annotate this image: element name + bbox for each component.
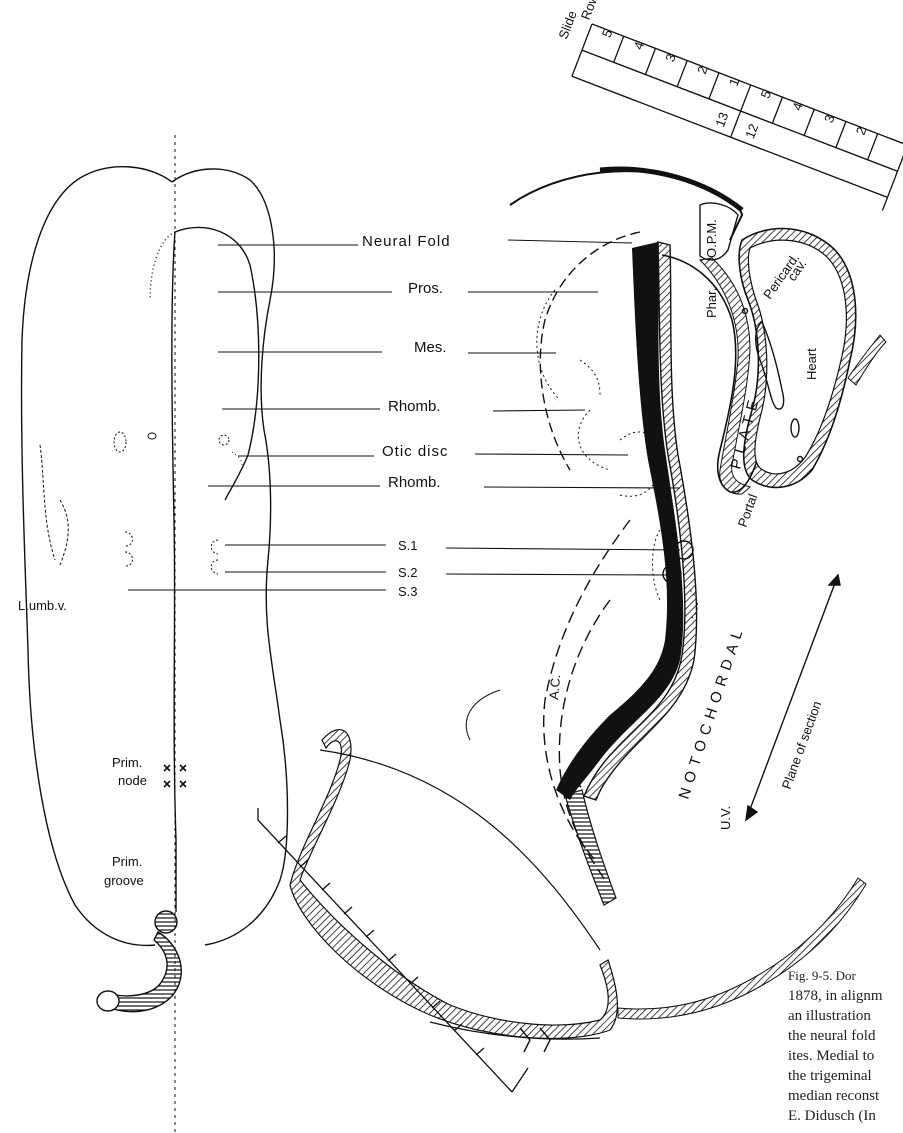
label-heart: Heart	[804, 348, 819, 380]
label-l-umb-v: L.umb.v.	[18, 598, 67, 613]
dorsal-labels: Neural Fold Pros. Mes. Rhomb. Otic disc …	[18, 233, 451, 888]
caption-line: the trigeminal	[788, 1066, 903, 1086]
somite-1	[211, 540, 218, 554]
label-rhomb-1: Rhomb.	[388, 398, 441, 415]
grid-row-label: Row	[578, 0, 602, 22]
caption-line: E. Didusch (In	[788, 1106, 903, 1126]
primitive-streak-tail	[110, 932, 181, 1012]
caption-line: the neural fold	[788, 1026, 903, 1046]
neural-fold-margin	[175, 227, 259, 500]
somite-left-2	[125, 552, 133, 566]
label-rhomb-2: Rhomb.	[388, 474, 441, 491]
connecting-stalk	[320, 750, 600, 950]
grid-slide-12: 12	[742, 122, 761, 141]
amniotic-dashed	[540, 232, 640, 470]
label-otic-disc: Otic disc	[382, 443, 449, 460]
label-prim-groove-2: groove	[104, 873, 144, 888]
embryo-outline	[22, 167, 288, 946]
grid-slide-13: 13	[712, 110, 731, 129]
label-prim-node-1: Prim.	[112, 755, 142, 770]
label-s3: S.3	[398, 584, 418, 599]
primitive-pit	[155, 911, 177, 933]
label-prim-node-2: node	[118, 773, 147, 788]
otic-disc-right	[219, 435, 229, 445]
figure-caption: Fig. 9-5. Dor 1878, in alignm an illustr…	[788, 966, 903, 1126]
label-pros: Pros.	[408, 280, 443, 297]
caption-line: an illustration	[788, 1006, 903, 1026]
caption-line: ites. Medial to	[788, 1046, 903, 1066]
otic-disc-left	[114, 432, 126, 452]
label-s2: S.2	[398, 565, 418, 580]
label-prim-groove-1: Prim.	[112, 854, 142, 869]
label-s1: S.1	[398, 538, 418, 553]
somite-2	[211, 560, 218, 574]
somite-left-1	[125, 532, 133, 546]
caption-line: 1878, in alignm	[788, 986, 903, 1006]
scale-bar	[258, 808, 528, 1092]
caption-line: Fig. 9-5. Dor	[788, 966, 903, 986]
neural-fold-left-margin	[150, 232, 175, 300]
label-mes: Mes.	[414, 339, 447, 356]
label-portal: Portal	[735, 492, 761, 529]
otic-disc-dots	[232, 452, 242, 472]
grid-slide-label: Slide	[555, 9, 579, 41]
caption-line: median reconst	[788, 1086, 903, 1106]
umbilical-vein-trace	[40, 445, 68, 565]
label-uv: U.V.	[718, 806, 733, 830]
label-opm: O.P.M.	[704, 219, 719, 258]
hindgut-band	[565, 790, 616, 905]
label-phar: Phar.	[704, 288, 719, 318]
label-neural-fold: Neural Fold	[362, 233, 451, 250]
tail-end	[97, 991, 119, 1011]
label-ac: A.C.	[546, 674, 563, 701]
row-slide-grid: Row Slide 5 4 3 2 1 5 4 3 2 13 12	[539, 0, 903, 210]
dorsal-view	[22, 135, 288, 1133]
uv-connection	[466, 690, 500, 740]
otic-pit-mark	[148, 433, 156, 439]
median-reconstruction	[290, 169, 886, 1052]
